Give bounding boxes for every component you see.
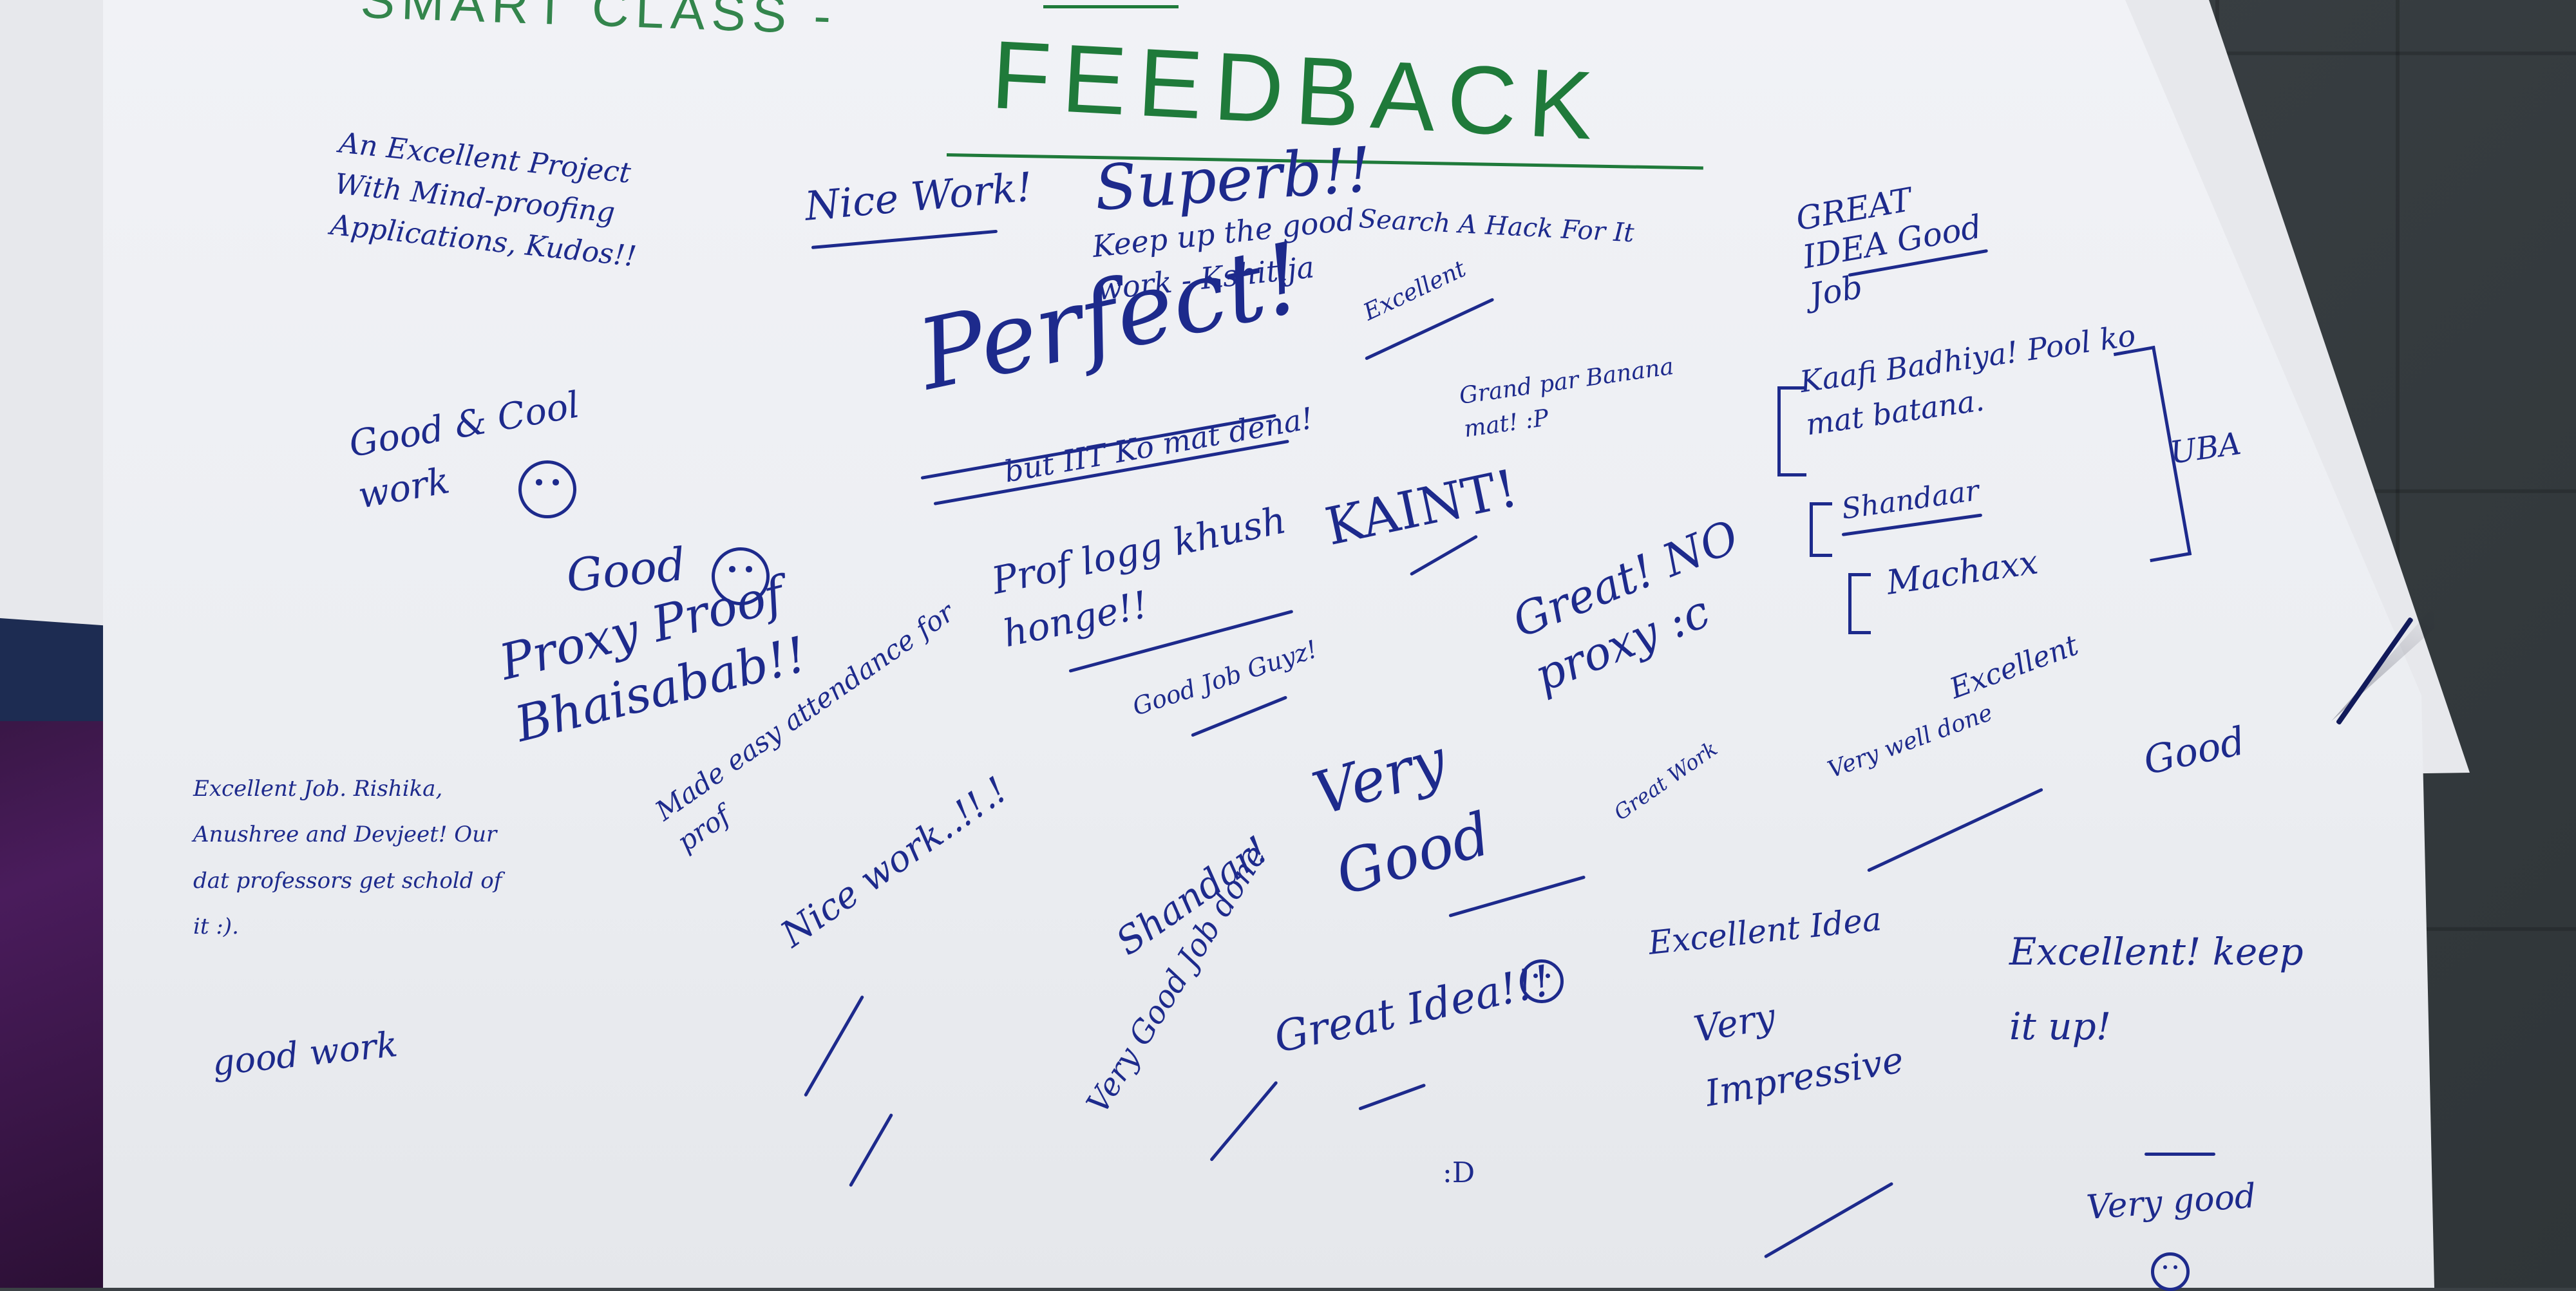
feedback-chart-paper	[103, 0, 2434, 1288]
bottom-smiley-icon	[2151, 1252, 2190, 1291]
signature-scribble-7	[2145, 1153, 2215, 1156]
note-smile: :D	[1443, 1156, 1475, 1189]
bracket-shandaar	[1810, 502, 1832, 557]
header-overline	[1043, 5, 1179, 8]
sun-smiley-icon	[712, 547, 770, 605]
bracket-machaxx	[1848, 573, 1871, 634]
great-idea-smiley-icon	[1520, 959, 1564, 1003]
smiley-icon	[518, 460, 576, 518]
note-excellent-job: Excellent Job. Rishika, Anushree and Dev…	[193, 776, 502, 940]
note-uba: UBA	[2168, 425, 2244, 471]
note-excellent-keep: Excellent! keep it up!	[2009, 930, 2304, 1048]
bracket-left	[1777, 386, 1806, 476]
